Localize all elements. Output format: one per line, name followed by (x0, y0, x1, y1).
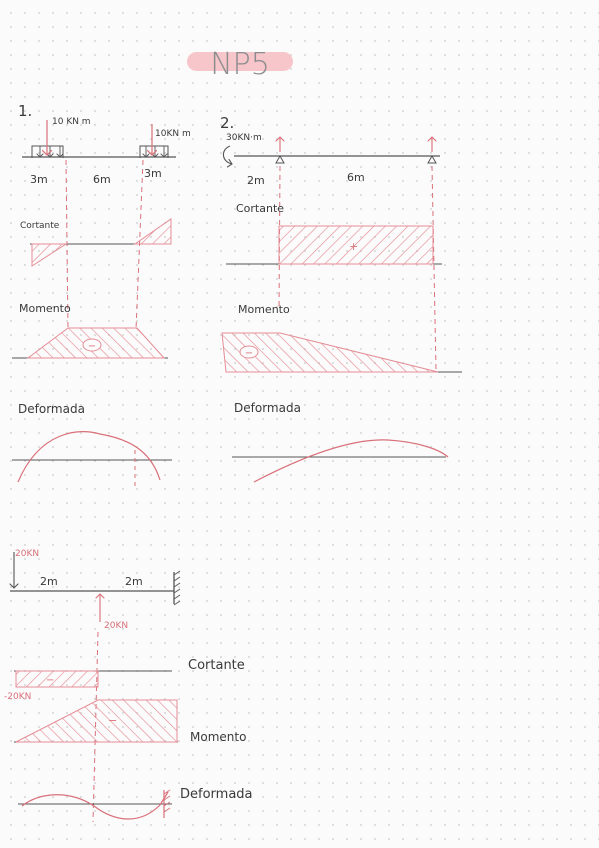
shear-positive-region (278, 225, 434, 265)
applied-moment-arrow (222, 145, 232, 164)
problem-3: 20KN 2m 2m 20KN − -20KN Cortante − Momen… (4, 549, 253, 823)
problem-1-number: 1. (18, 102, 32, 120)
moment-sign: − (88, 341, 96, 352)
guide-line-1 (65, 159, 69, 331)
moment-region (221, 332, 439, 373)
shear-label: Cortante (188, 658, 245, 673)
deflection-curve (253, 439, 449, 483)
problem-2: 2. 30KN·m 2m 6m Cortante + Momento − Def… (220, 114, 462, 483)
moment-sign: − (245, 348, 253, 359)
support-b (427, 154, 437, 164)
guide-line-2 (135, 159, 144, 331)
right-distributed-load (139, 145, 169, 158)
page-title-group: NP5 (187, 47, 293, 82)
deflection-curve (17, 431, 161, 483)
title-highlight (187, 52, 293, 71)
moment-label: Momento (19, 302, 71, 315)
shear-positive-region (133, 218, 172, 245)
guide-line (92, 631, 99, 823)
deflection-curve (21, 791, 169, 820)
shear-sign: − (46, 675, 54, 686)
span-left: 3m (30, 173, 48, 186)
deflection-label: Deformada (180, 787, 253, 802)
shear-sign: + (349, 240, 358, 253)
moment-region (15, 699, 178, 743)
load-label: 20KN (15, 549, 39, 559)
moment-load-label: 30KN·m (226, 133, 262, 143)
span-left: 2m (247, 174, 265, 187)
problem-1: 1. 10 KN m 10KN m 3m 6m 3m Cortante (12, 102, 191, 488)
deflection-label: Deformada (18, 402, 85, 416)
fixed-support-deflection (163, 789, 171, 818)
fixed-support (173, 570, 181, 606)
span-mid: 6m (93, 173, 111, 186)
shear-negative-region (15, 670, 99, 688)
reaction-label: 20KN (104, 621, 128, 631)
moment-sign-circle (82, 338, 102, 352)
span-left: 2m (40, 575, 58, 588)
moment-sign: − (108, 714, 117, 727)
moment-label: Momento (190, 730, 246, 744)
shear-negative-region (31, 243, 68, 267)
span-right: 6m (347, 171, 365, 184)
span-right: 2m (125, 575, 143, 588)
load-label-right: 10KN m (155, 129, 191, 139)
problem-2-number: 2. (220, 114, 234, 132)
shear-label: Cortante (236, 202, 284, 215)
load-label-left: 10 KN m (52, 117, 91, 127)
shear-value: -20KN (4, 692, 31, 702)
shear-label: Cortante (20, 221, 60, 231)
guide-line-b (431, 165, 437, 371)
moment-label: Momento (238, 303, 290, 316)
moment-sign-circle (239, 345, 259, 359)
span-right: 3m (144, 167, 162, 180)
deflection-label: Deformada (234, 401, 301, 415)
page-title: NP5 (210, 47, 270, 82)
support-a (275, 154, 285, 164)
